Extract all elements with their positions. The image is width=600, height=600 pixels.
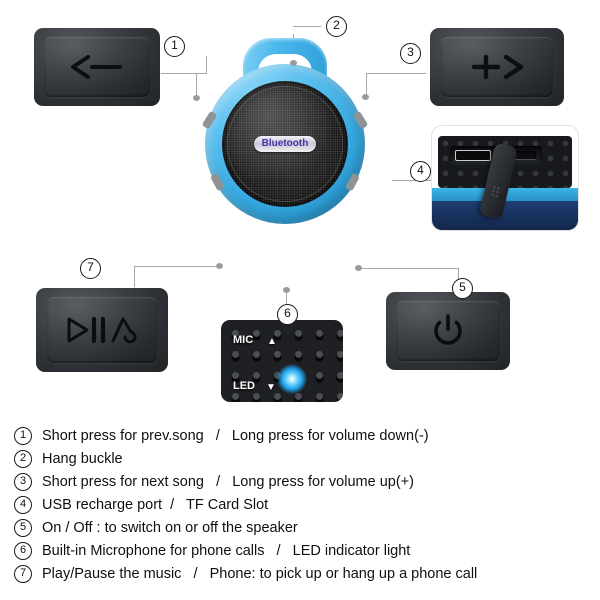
leader-nub-3 (362, 94, 369, 100)
leader-nub-6 (283, 287, 290, 293)
callout-card-mic-led[interactable]: MIC ▲ LED ▼ (221, 320, 343, 402)
legend-list: 1 Short press for prev.song / Long press… (0, 424, 600, 585)
marker-5: 5 (452, 278, 473, 299)
led-indicator-icon (277, 364, 307, 394)
mic-arrow-icon: ▲ (267, 336, 277, 347)
leader-line-6-v (286, 290, 288, 308)
speaker-band-navy (432, 201, 578, 230)
callout-card-prev-track[interactable] (34, 28, 160, 106)
leader-line-3-h (366, 73, 426, 75)
legend-number: 5 (14, 518, 32, 537)
legend-item: 5 On / Off : to switch on or off the spe… (0, 516, 600, 539)
speaker-body: Bluetooth (201, 64, 369, 224)
tf-card-slot-icon (500, 151, 536, 159)
leader-nub-1 (193, 95, 200, 101)
legend-text: Built-in Microphone for phone calls / LE… (42, 542, 411, 559)
marker-7: 7 (80, 258, 101, 279)
bluetooth-badge: Bluetooth (254, 136, 316, 152)
power-icon (386, 292, 510, 370)
legend-text: Play/Pause the music / Phone: to pick up… (42, 565, 478, 582)
callout-card-usb-port[interactable] (432, 126, 578, 230)
legend-number: 2 (14, 449, 32, 468)
marker-2: 2 (326, 16, 347, 37)
legend-item: 6 Built-in Microphone for phone calls / … (0, 539, 600, 562)
marker-1: 1 (164, 36, 185, 57)
leader-nub-7 (216, 263, 223, 269)
side-tab-left (201, 110, 218, 130)
button-inset (395, 300, 501, 362)
callout-card-play-pause[interactable] (36, 288, 168, 372)
mic-label: MIC (233, 334, 254, 346)
legend-text: Short press for prev.song / Long press f… (42, 427, 429, 444)
legend-number: 1 (14, 426, 32, 445)
legend-number: 4 (14, 495, 32, 514)
product-diagram: 1 2 3 4 5 (0, 0, 600, 420)
bluetooth-speaker: Bluetooth (201, 38, 369, 224)
legend-item: 2 Hang buckle (0, 447, 600, 470)
legend-number: 6 (14, 541, 32, 560)
play-pause-phone-icon (36, 288, 168, 372)
leader-nub-2 (290, 60, 297, 66)
leader-line-7-v (134, 266, 136, 290)
leader-line-7-h (134, 266, 220, 268)
callout-card-next-track[interactable] (430, 28, 564, 106)
side-tab-right (352, 110, 369, 130)
marker-3: 3 (400, 43, 421, 64)
side-tab-bottom-left (209, 172, 226, 192)
leader-line-3-v (366, 73, 368, 97)
legend-item: 7 Play/Pause the music / Phone: to pick … (0, 562, 600, 585)
legend-text: Short press for next song / Long press f… (42, 473, 414, 490)
legend-item: 3 Short press for next song / Long press… (0, 470, 600, 493)
legend-item: 4 USB recharge port / TF Card Slot (0, 493, 600, 516)
legend-number: 7 (14, 564, 32, 583)
leader-line-1-v (206, 56, 208, 74)
legend-text: USB recharge port / TF Card Slot (42, 496, 269, 513)
led-arrow-icon: ▼ (266, 382, 276, 393)
marker-4: 4 (410, 161, 431, 182)
legend-text: On / Off : to switch on or off the speak… (42, 519, 298, 536)
legend-text: Hang buckle (42, 450, 123, 467)
leader-line-1-h (141, 73, 207, 75)
marker-6: 6 (277, 304, 298, 325)
leader-line-2-h (293, 26, 321, 28)
side-tab-bottom-right (344, 172, 361, 192)
legend-number: 3 (14, 472, 32, 491)
leader-line-4-h (392, 180, 432, 182)
micro-usb-port-icon (455, 150, 491, 161)
legend-item: 1 Short press for prev.song / Long press… (0, 424, 600, 447)
callout-card-power[interactable] (386, 292, 510, 370)
previous-track-icon (34, 28, 160, 106)
next-track-icon (430, 28, 564, 106)
led-label: LED (233, 380, 255, 392)
leader-line-1-v2 (196, 73, 198, 97)
leader-nub-5 (355, 265, 362, 271)
leader-line-5-h (360, 268, 458, 270)
